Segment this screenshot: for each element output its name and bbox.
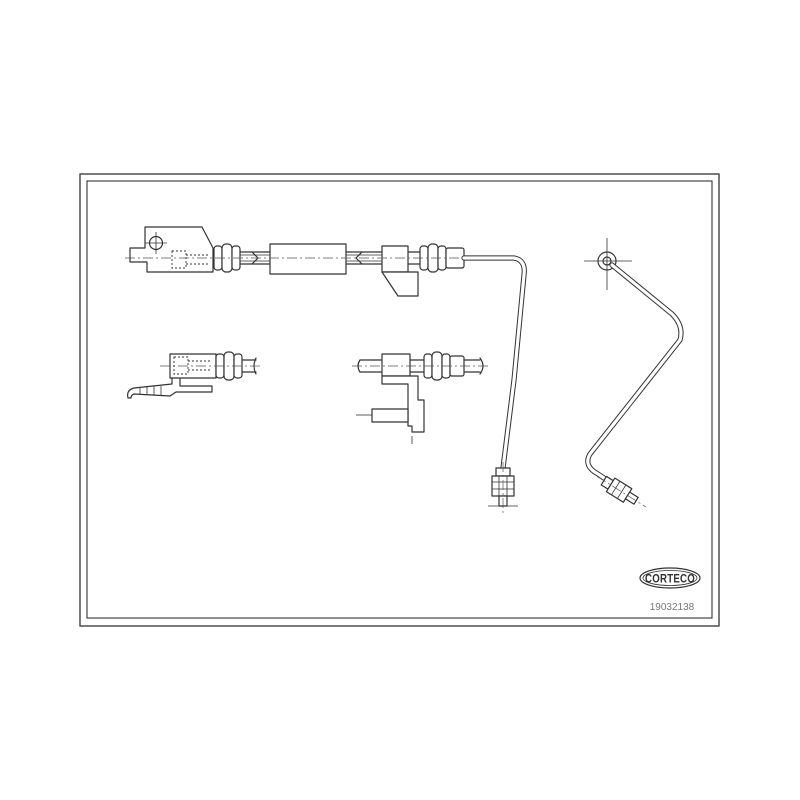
bracket-hex-hidden bbox=[171, 250, 187, 269]
hose-bracket bbox=[129, 226, 214, 273]
brake-hose-main-view bbox=[125, 226, 470, 297]
inner-frame bbox=[86, 180, 713, 619]
clip-bracket-detail bbox=[381, 375, 425, 433]
outer-frame bbox=[79, 173, 720, 627]
hose-clip bbox=[381, 245, 409, 273]
corteco-logo: CORTECO bbox=[639, 567, 701, 589]
detail-view-left-end bbox=[127, 351, 262, 399]
clip-tab bbox=[381, 271, 419, 297]
part-number: 19032138 bbox=[650, 602, 695, 613]
rigid-brake-pipe-1 bbox=[461, 255, 527, 514]
hose-sleeve bbox=[269, 243, 347, 275]
brand-name: CORTECO bbox=[645, 572, 695, 586]
detail-view-clip-end bbox=[352, 351, 488, 444]
rigid-brake-pipe-2 bbox=[584, 238, 684, 508]
